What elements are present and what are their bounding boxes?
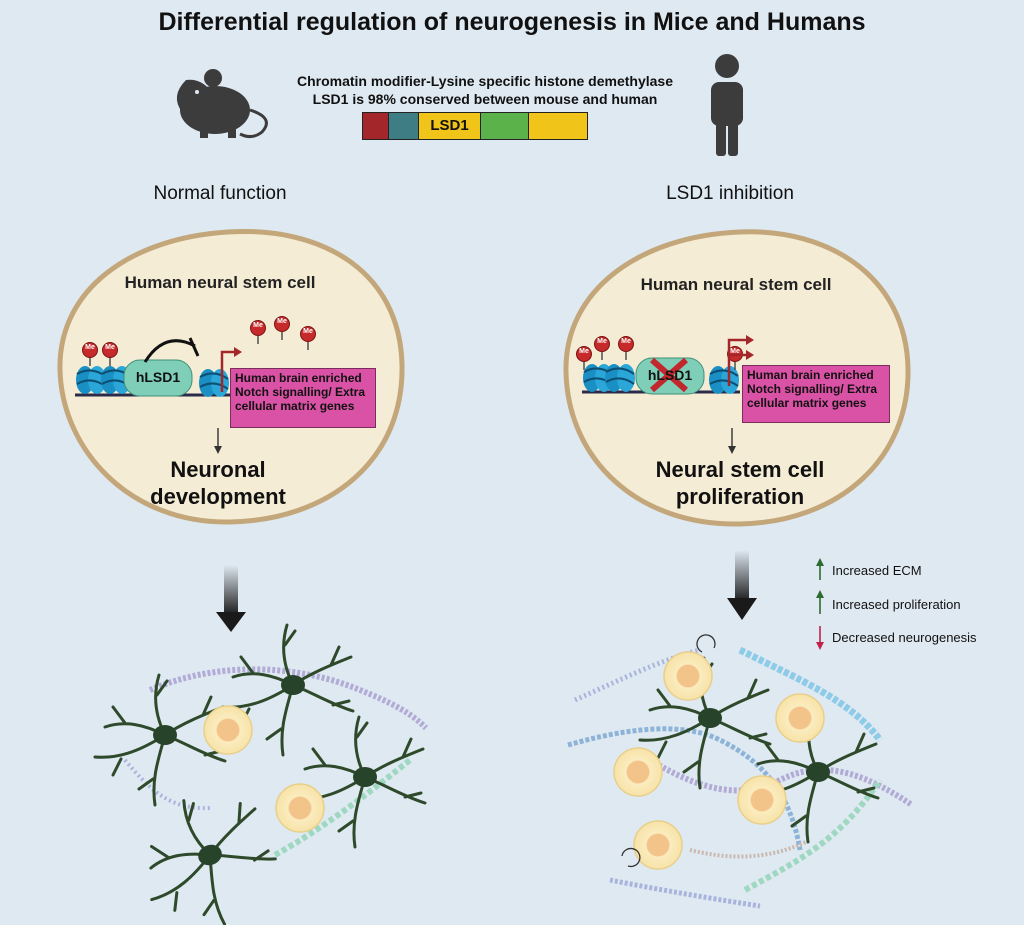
right-cell-title: Human neural stem cell <box>640 275 832 294</box>
legend-up-arrow-proliferation <box>816 590 824 614</box>
domain-segment-1 <box>363 113 389 139</box>
left-gene-line-2: Notch signalling/ Extra <box>235 385 366 399</box>
right-tissue <box>567 634 914 909</box>
right-gene-line-3: cellular matrix genes <box>747 396 867 410</box>
domain-segment-lsd1: LSD1 <box>419 113 481 139</box>
mouse-icon <box>176 69 268 139</box>
left-methyl-label-1: Me <box>85 344 95 351</box>
right-heading: LSD1 inhibition <box>666 183 794 204</box>
legend-down-arrow-neurogenesis <box>816 626 824 650</box>
diagram-title: Differential regulation of neurogenesis … <box>158 8 866 36</box>
left-heading: Normal function <box>153 183 287 204</box>
left-methyl-label-4: Me <box>277 318 287 325</box>
subtitle-line-2: LSD1 is 98% conserved between mouse and … <box>312 91 658 107</box>
right-methyl-label-2: Me <box>597 338 607 345</box>
left-tissue <box>93 623 429 925</box>
subtitle-line-1: Chromatin modifier-Lysine specific histo… <box>296 73 674 89</box>
right-methyl-label-3: Me <box>621 338 631 345</box>
left-outcome-line-2: development <box>150 484 286 509</box>
domain-segment-5 <box>529 113 587 139</box>
domain-segment-4 <box>481 113 529 139</box>
left-chromatin <box>75 315 317 454</box>
right-gene-line-2: Notch signalling/ Extra <box>747 382 878 396</box>
legend-increased-ecm: Increased ECM <box>832 563 922 578</box>
right-gene-box: Human brain enriched Notch signalling/ E… <box>742 365 890 423</box>
legend-decreased-neurogenesis: Decreased neurogenesis <box>832 630 977 645</box>
left-down-arrow <box>216 565 246 632</box>
left-methyl-label-5: Me <box>303 328 313 335</box>
left-cell-title: Human neural stem cell <box>124 273 316 292</box>
left-gene-box: Human brain enriched Notch signalling/ E… <box>230 368 376 428</box>
legend-increased-proliferation: Increased proliferation <box>832 597 961 612</box>
right-outcome-line-1: Neural stem cell <box>655 457 825 482</box>
lsd1-domain-bar: LSD1 <box>362 112 588 140</box>
right-chromatin <box>575 335 754 454</box>
left-outcome: Neuronal development <box>68 456 368 510</box>
legend-up-arrow-ecm <box>816 558 824 580</box>
right-gene-line-1: Human brain enriched <box>747 368 874 382</box>
right-outcome-line-2: proliferation <box>675 484 805 509</box>
left-outcome-line-1: Neuronal <box>170 457 266 482</box>
left-gene-line-3: cellular matrix genes <box>235 399 355 413</box>
right-outcome: Neural stem cell proliferation <box>590 456 890 510</box>
right-protein-label: hLSD1 <box>647 367 693 383</box>
left-methyl-label-2: Me <box>105 344 115 351</box>
left-methyl-label-3: Me <box>253 322 263 329</box>
right-down-arrow <box>727 550 757 620</box>
right-methyl-label-1: Me <box>579 348 589 355</box>
human-icon <box>711 54 743 156</box>
right-methyl-label-4: Me <box>730 348 740 355</box>
domain-segment-2 <box>389 113 419 139</box>
subtitle: Chromatin modifier-Lysine specific histo… <box>250 72 720 108</box>
left-gene-line-1: Human brain enriched <box>235 371 362 385</box>
left-protein-label: hLSD1 <box>135 369 181 385</box>
